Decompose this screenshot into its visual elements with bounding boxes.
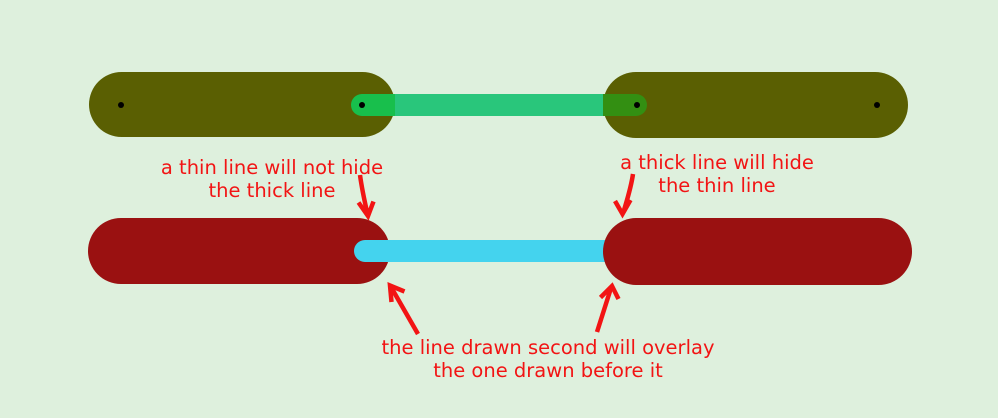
annotation-thick-hide: a thick line will hide the thin line (620, 151, 814, 197)
annotation-line: the line drawn second will overlay (381, 336, 715, 359)
annotation-line: the thick line (208, 179, 336, 202)
arrow-draw-order-left (387, 281, 420, 336)
annotation-line: a thin line will not hide (160, 156, 384, 179)
thin-green-line (395, 93, 605, 116)
endpoint-dot (634, 102, 640, 108)
endpoint-dot (874, 102, 880, 108)
annotation-draw-order: the line drawn second will overlay the o… (382, 336, 715, 382)
annotation-thin-not-hide: a thin line will not hide the thick line (161, 156, 383, 202)
annotation-line: a thick line will hide (620, 151, 814, 174)
top-left-thick-line (89, 72, 395, 137)
bottom-right-thick-line (603, 218, 912, 285)
thin-cyan-line (354, 240, 606, 262)
thin-green-line-cap-under-thick (603, 93, 647, 116)
arrow-draw-order-right (594, 282, 621, 333)
annotation-line: the thin line (658, 174, 776, 197)
endpoint-dot (359, 102, 365, 108)
bottom-left-thick-line (88, 218, 390, 284)
thin-green-line-cap-over-thick (351, 93, 395, 116)
endpoint-dot (118, 102, 124, 108)
annotation-line: the one drawn before it (433, 359, 663, 382)
top-right-thick-line (603, 72, 908, 138)
